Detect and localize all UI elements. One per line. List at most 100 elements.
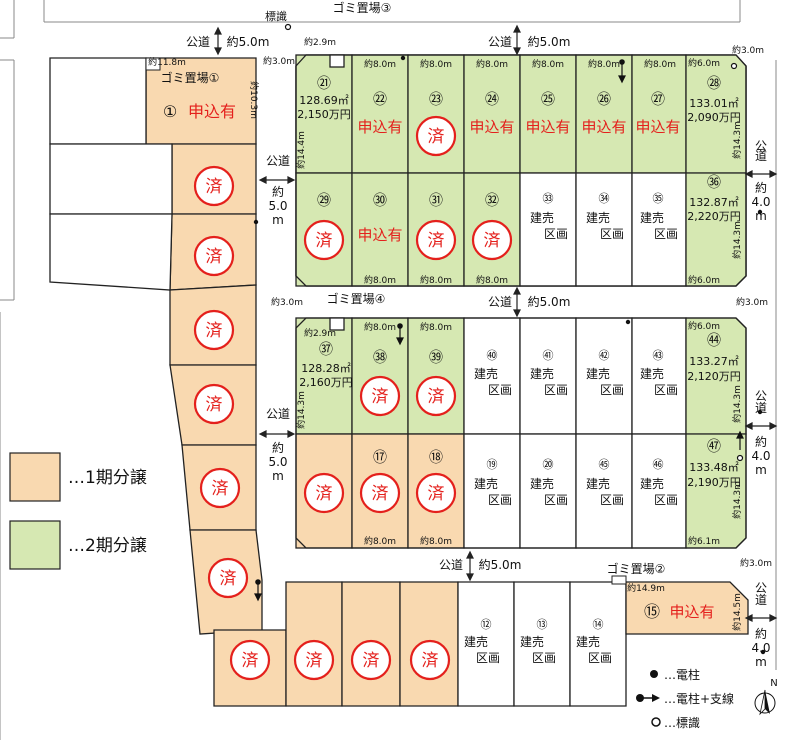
- lot-20[interactable]: [519, 433, 577, 549]
- lot-27[interactable]: [631, 54, 687, 174]
- lot-46[interactable]: [631, 433, 687, 549]
- lots-l27-no: ㉗: [651, 92, 665, 108]
- lots-l40-no: ㊵: [487, 349, 498, 362]
- lot-14[interactable]: [569, 581, 627, 707]
- labels-road_4_v-0: 約: [755, 626, 767, 641]
- labels-dims-d144: 約14.4m: [295, 131, 307, 169]
- neighbor-left2: [49, 143, 173, 215]
- block-b-border: [295, 317, 747, 549]
- neighbor-left3: [49, 213, 173, 291]
- labels-road_5_v-0: 約: [272, 440, 284, 455]
- labels-dims-d61: 約6.1m: [688, 535, 720, 547]
- labels-dims-d118: 約11.8m: [148, 56, 186, 68]
- dim-top-l27: 約8.0m: [644, 58, 676, 70]
- legend-pole-icon: [650, 670, 658, 678]
- lots-l21-price: 2,150万円: [297, 108, 351, 121]
- lots-l25-no: ㉕: [541, 92, 555, 108]
- neighbor-left: [49, 57, 147, 145]
- lots-l24-no: ㉔: [485, 92, 499, 108]
- lot-45[interactable]: [575, 433, 633, 549]
- lot-34[interactable]: [575, 172, 633, 287]
- lots-l28-no: ㉘: [707, 76, 721, 92]
- lots-l36-no: ㊱: [707, 175, 721, 191]
- sold-stamp-text: 済: [428, 127, 445, 147]
- sold-stamp-text: 済: [484, 231, 501, 251]
- lot-22[interactable]: [351, 54, 409, 174]
- legend-pole_stay: …電柱+支線: [664, 691, 734, 706]
- lot-43[interactable]: [631, 317, 687, 435]
- lots-l12-no: ⑫: [481, 618, 492, 631]
- lots-l29-no: ㉙: [317, 193, 331, 209]
- gomi2-box: [611, 575, 627, 585]
- lots-l14-no: ⑭: [593, 618, 604, 631]
- sold-stamp-14: [415, 472, 457, 514]
- labels-road_4_v-1: 4.0: [751, 449, 770, 463]
- sold-stamp-text: 済: [306, 651, 323, 671]
- labels-koudou_v-1: 道: [755, 149, 767, 163]
- labels-dims-d80: 約8.0m: [420, 321, 452, 333]
- labels-koudou: 公道: [266, 154, 290, 168]
- lots-l21-no: ㉑: [317, 76, 331, 92]
- block-a-border: [295, 54, 747, 287]
- lot-40[interactable]: [463, 317, 521, 435]
- lot-21[interactable]: [295, 54, 353, 174]
- lots-l13-no: ⑬: [537, 618, 548, 631]
- dim-bot-l31: 約8.0m: [420, 274, 452, 286]
- lot-26[interactable]: [575, 54, 633, 174]
- lots-l15-no: ⑮: [644, 602, 660, 621]
- labels-dims-d143: 約14.3m: [731, 385, 743, 423]
- labels-dims-d143: 約14.3m: [731, 481, 743, 519]
- legend: [9, 452, 776, 727]
- lots-l31-no: ㉛: [429, 193, 443, 209]
- sold-stamp-15: [229, 639, 271, 681]
- labels-dims-d143: 約14.3m: [731, 221, 743, 259]
- lots-l39-no: ㊴: [429, 350, 443, 366]
- labels-build2: 区画: [488, 383, 512, 397]
- block-b: [295, 317, 747, 549]
- labels-dims-d60: 約6.0m: [688, 320, 720, 332]
- labels-road_5_v-1: 5.0: [268, 199, 287, 213]
- labels-dims-d149: 約14.9m: [627, 582, 665, 594]
- sold-stamp-text: 済: [206, 247, 223, 267]
- labels-road_4_v-2: m: [755, 209, 767, 223]
- sold-stamp-text: 済: [206, 177, 223, 197]
- lot-24[interactable]: [463, 54, 521, 174]
- labels-dims-d30b: 約3.0m: [736, 296, 768, 308]
- lot-25[interactable]: [519, 54, 577, 174]
- lots-l21-area: 128.69㎡: [299, 94, 349, 107]
- labels-build2: 区画: [488, 493, 512, 507]
- labels-hyoshiki: 標識: [265, 9, 287, 23]
- labels-build1: 建売: [586, 366, 610, 381]
- lots-l26-no: ㉖: [597, 92, 611, 108]
- labels-dims-d143: 約14.3m: [731, 121, 743, 159]
- lots-l44-no: ㊹: [707, 333, 721, 349]
- legend-phase2: …2期分譲: [68, 536, 147, 556]
- labels-build2: 区画: [600, 493, 624, 507]
- lot-42[interactable]: [575, 317, 633, 435]
- lots-l22-no: ㉒: [373, 92, 387, 108]
- lot-30[interactable]: [351, 172, 409, 287]
- sold-stamp-text: 済: [428, 231, 445, 251]
- labels-gomi1: ゴミ置場①: [161, 70, 220, 85]
- sold-stamp-8: [415, 219, 457, 261]
- labels-koudou: 公道: [488, 295, 512, 309]
- labels-dims-d103: 約10.3m: [248, 81, 260, 119]
- lots-l46-no: ㊻: [653, 458, 664, 471]
- labels-road_5: 約5.0m: [479, 557, 522, 572]
- poles: [253, 55, 766, 655]
- lots-l28-area: 133.01㎡: [689, 97, 739, 110]
- sold-stamp-text: 済: [212, 479, 229, 499]
- sold-stamp-text: 済: [428, 387, 445, 407]
- labels-koudou_v-1: 道: [755, 593, 767, 607]
- sold-stamp-text: 済: [372, 387, 389, 407]
- labels-build1: 建売: [474, 476, 498, 491]
- labels-applied: 申込有: [188, 102, 236, 121]
- lot-19[interactable]: [463, 433, 521, 549]
- labels-gomi4: ゴミ置場④: [327, 291, 386, 306]
- lot-41[interactable]: [519, 317, 577, 435]
- labels-build1: 建売: [640, 366, 664, 381]
- signs: [284, 23, 744, 462]
- lots-l19-no: ⑲: [487, 458, 498, 471]
- labels-build2: 区画: [654, 493, 678, 507]
- labels-koudou_v-0: 公: [755, 389, 767, 403]
